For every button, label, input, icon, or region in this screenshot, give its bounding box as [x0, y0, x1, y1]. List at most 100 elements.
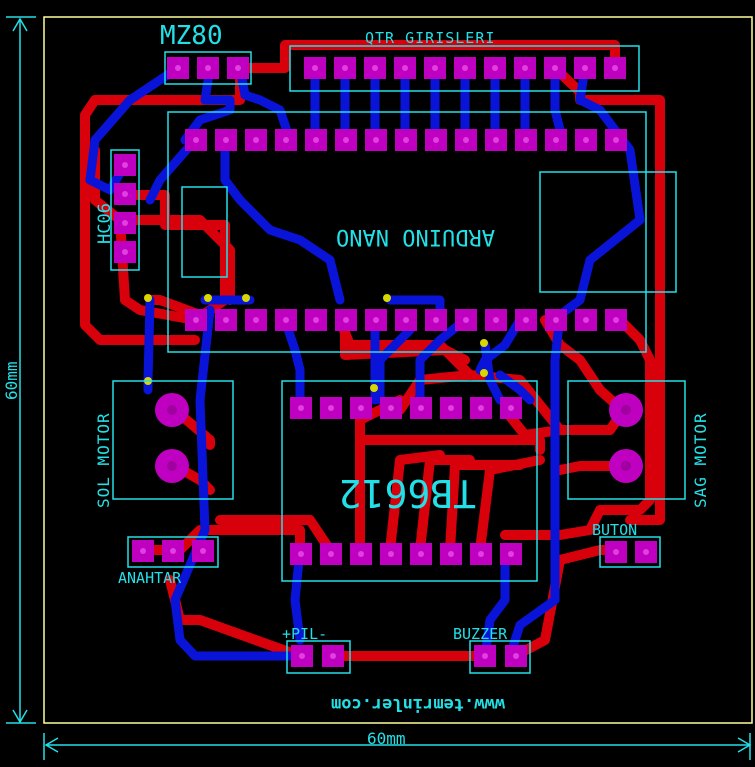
sag-motor-label: SAG MOTOR — [691, 412, 710, 508]
tb6612-top-pad-hole — [388, 405, 394, 411]
buton-label: BUTON — [592, 521, 637, 539]
pads — [114, 57, 657, 667]
qtr-pad-hole — [552, 65, 558, 71]
sol-motor-label: SOL MOTOR — [94, 412, 113, 508]
anahtar-pad-hole — [140, 548, 146, 554]
qtr-pad-hole — [432, 65, 438, 71]
tb6612-top-pad-hole — [478, 405, 484, 411]
arduino-bottom-pad-hole — [313, 317, 319, 323]
qtr-outline — [289, 45, 640, 92]
arduino-usb-outline — [539, 171, 677, 293]
tb6612-bottom-pad-hole — [418, 551, 424, 557]
tb6612-bottom-pad-hole — [358, 551, 364, 557]
hc06-label: HC06 — [95, 203, 115, 244]
arduino-bottom-pad-hole — [553, 317, 559, 323]
sol-motor-terminals — [155, 393, 189, 483]
tb6612-top-pad-hole — [508, 405, 514, 411]
qtr-pad-hole — [342, 65, 348, 71]
buton-pad-hole — [613, 549, 619, 555]
qtr-pad-hole — [522, 65, 528, 71]
arduino-bottom-pad-hole — [283, 317, 289, 323]
qtr-pad-hole — [402, 65, 408, 71]
buton-pad-hole — [643, 549, 649, 555]
tb6612-top-pad-hole — [448, 405, 454, 411]
qtr-pad-hole — [612, 65, 618, 71]
hc06-pad-hole — [122, 220, 128, 226]
board-edge — [43, 16, 753, 724]
qtr-pad-hole — [372, 65, 378, 71]
website-label: www.temrinler.com — [331, 694, 505, 714]
mz80-label: MZ80 — [160, 21, 223, 51]
anahtar-label: ANAHTAR — [118, 569, 182, 587]
anahtar-outline — [127, 536, 219, 568]
arduino-bottom-pad-hole — [343, 317, 349, 323]
arduino-top-pad-hole — [583, 137, 589, 143]
arduino-top-pad-hole — [433, 137, 439, 143]
buton-outline — [599, 536, 661, 568]
arduino-bottom-pad-hole — [523, 317, 529, 323]
mz80-pad-hole — [175, 65, 181, 71]
vias — [144, 294, 488, 392]
hc06-pad-hole — [122, 191, 128, 197]
arduino-top-pad-hole — [463, 137, 469, 143]
arduino-bottom-pad-hole — [223, 317, 229, 323]
buzzer-pad-hole — [482, 653, 488, 659]
pil-label: +PIL- — [282, 625, 327, 643]
arduino-top-pad-hole — [553, 137, 559, 143]
mz80-outline — [164, 51, 252, 85]
qtr-pad-hole — [462, 65, 468, 71]
qtr-pad-hole — [312, 65, 318, 71]
arduino-bottom-pad-hole — [463, 317, 469, 323]
tb6612-outline — [281, 380, 538, 582]
arduino-regulator-outline — [181, 186, 228, 278]
dimension-bottom — [43, 733, 752, 760]
arduino-bottom-pad-hole — [493, 317, 499, 323]
buzzer-outline — [469, 640, 531, 674]
mz80-pad-hole — [235, 65, 241, 71]
buzzer-label: BUZZER — [453, 625, 508, 643]
qtr-pad-hole — [582, 65, 588, 71]
arduino-top-pad-hole — [193, 137, 199, 143]
arduino-top-pad-hole — [613, 137, 619, 143]
arduino-top-pad-hole — [253, 137, 259, 143]
buzzer-pad-hole — [513, 653, 519, 659]
arduino-bottom-pad-hole — [253, 317, 259, 323]
hc06-outline — [110, 149, 140, 271]
arduino-top-pad-hole — [223, 137, 229, 143]
arduino-bottom-pad-hole — [373, 317, 379, 323]
arduino-top-pad-hole — [493, 137, 499, 143]
tb6612-bottom-pad-hole — [328, 551, 334, 557]
sag-motor-outline — [567, 380, 686, 500]
arduino-bottom-pad-hole — [403, 317, 409, 323]
tb6612-bottom-pad-hole — [448, 551, 454, 557]
arduino-top-pad-hole — [313, 137, 319, 143]
tb6612-top-pad-hole — [418, 405, 424, 411]
arduino-bottom-pad-hole — [613, 317, 619, 323]
anahtar-pad-hole — [200, 548, 206, 554]
sag-motor-terminals — [609, 393, 643, 483]
mz80-pad-hole — [205, 65, 211, 71]
pil-outline — [286, 640, 351, 674]
tb6612-label: TB6612 — [339, 471, 476, 515]
pil-pad-hole — [330, 653, 336, 659]
dimension-bottom-label: 60mm — [367, 729, 406, 748]
anahtar-pad-hole — [170, 548, 176, 554]
tb6612-top-pad-hole — [358, 405, 364, 411]
qtr-label: QTR GIRISLERI — [365, 29, 495, 47]
tb6612-bottom-pad-hole — [478, 551, 484, 557]
dimension-left — [6, 16, 36, 724]
arduino-bottom-pad-hole — [583, 317, 589, 323]
sol-motor-outline — [112, 380, 234, 500]
qtr-pad-hole — [492, 65, 498, 71]
arduino-top-pad-hole — [343, 137, 349, 143]
arduino-bottom-pad-hole — [433, 317, 439, 323]
tb6612-bottom-pad-hole — [388, 551, 394, 557]
arduino-top-pad-hole — [373, 137, 379, 143]
arduino-bottom-pad-hole — [193, 317, 199, 323]
arduino-top-pad-hole — [523, 137, 529, 143]
dimension-left-label: 60mm — [2, 361, 21, 400]
pil-pad-hole — [299, 653, 305, 659]
tb6612-bottom-pad-hole — [298, 551, 304, 557]
arduino-label: ARDUINO NANO — [336, 224, 495, 249]
